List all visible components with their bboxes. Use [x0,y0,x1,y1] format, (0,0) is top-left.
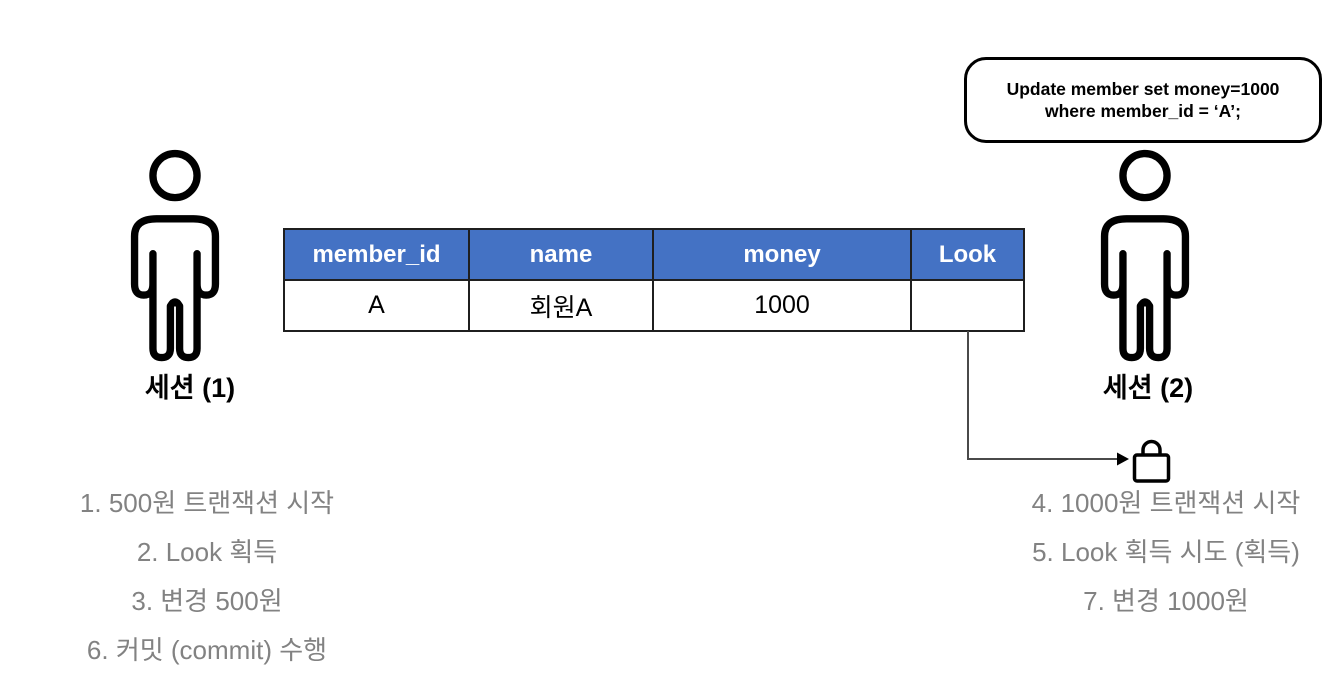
sql-callout: Update member set money=1000 where membe… [964,57,1322,143]
session1-label: 세션 (1) [144,373,236,403]
session2-steps: 4. 1000원 트랜잭션 시작 5. Look 획득 시도 (획득) 7. 변… [991,479,1330,626]
session1-steps: 1. 500원 트랜잭션 시작 2. Look 획득 3. 변경 500원 6.… [27,479,387,675]
member-table: member_id name money Look A 회원A 1000 [283,228,1025,332]
step-item: 1. 500원 트랜잭션 시작 [79,488,335,518]
header-money: money [652,228,912,281]
cell-money: 1000 [652,279,912,332]
person-icon-session2 [1100,149,1190,362]
step-item: 5. Look 획득 시도 (획득) [1032,537,1300,567]
session2-label: 세션 (2) [1102,373,1194,403]
cell-name: 회원A [468,279,654,332]
table-header-row: member_id name money Look [283,228,1025,281]
sql-callout-line1: Update member set money=1000 [1006,79,1280,99]
step-item: 6. 커밋 (commit) 수행 [86,635,328,665]
step-item: 2. Look 획득 [136,537,278,567]
cell-look [910,279,1025,332]
sql-callout-line2: where member_id = ‘A’; [1045,101,1241,121]
step-item: 3. 변경 500원 [131,586,283,616]
header-member-id: member_id [283,228,470,281]
table-row: A 회원A 1000 [283,279,1025,332]
person-icon-session1 [130,149,220,362]
step-item: 7. 변경 1000원 [1083,586,1249,616]
header-name: name [468,228,654,281]
arrowhead [1117,452,1129,466]
header-look: Look [910,228,1025,281]
step-item: 4. 1000원 트랜잭션 시작 [1031,488,1301,518]
lock-icon [1132,439,1171,483]
cell-member-id: A [283,279,470,332]
